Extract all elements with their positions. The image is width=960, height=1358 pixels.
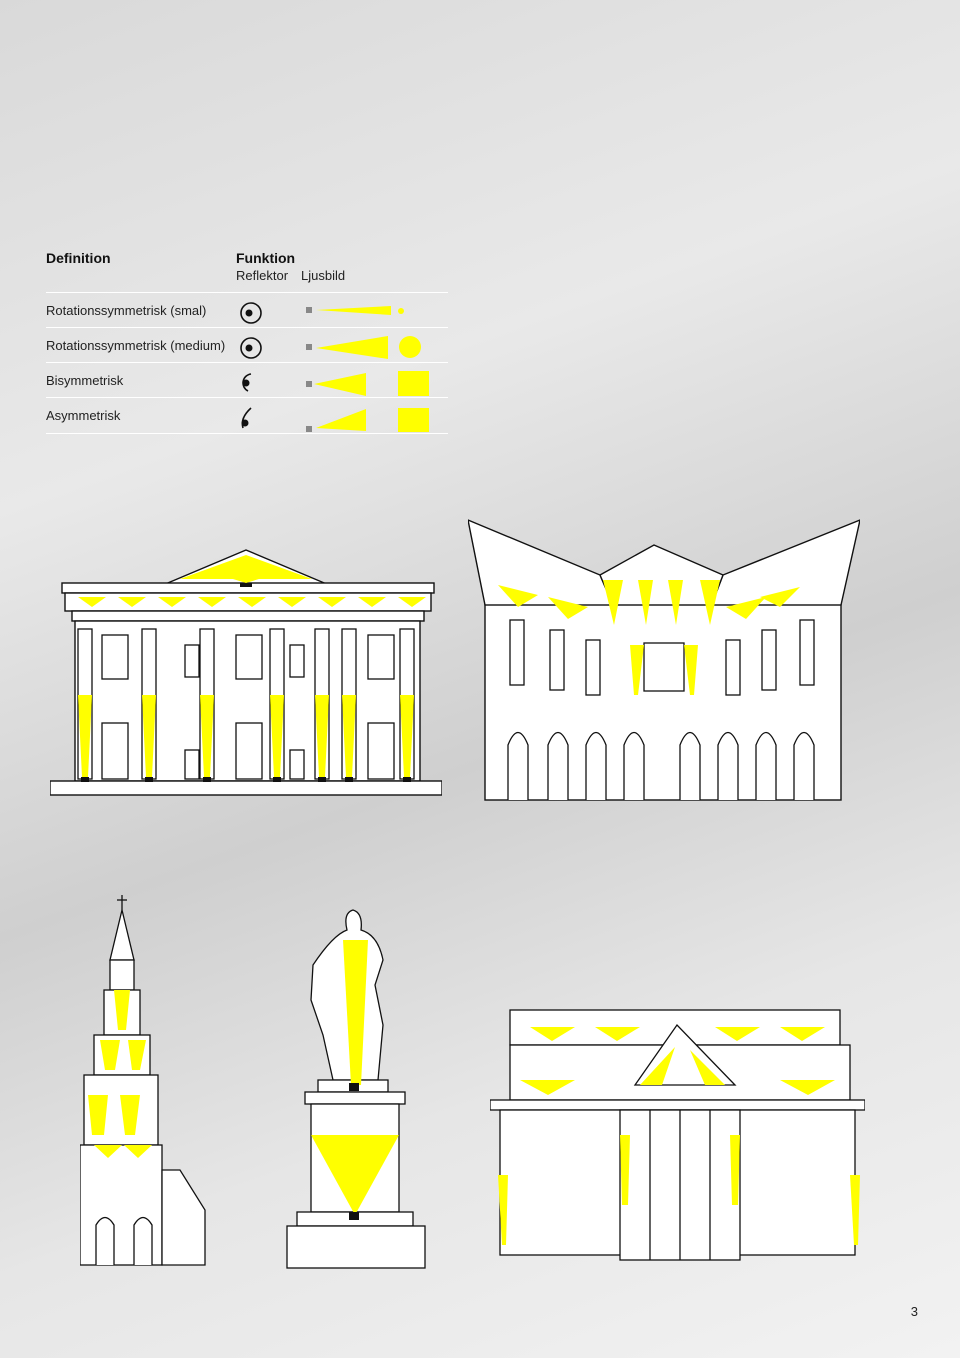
lamp-marker [306, 344, 312, 350]
row-label: Asymmetrisk [46, 408, 121, 423]
wide-wedge [314, 373, 366, 396]
row-graphics [242, 371, 429, 396]
header-reflektor: Reflektor [236, 268, 289, 283]
legend-row-bisymmetrisk: Bisymmetrisk [46, 362, 448, 398]
half-arc-dot-icon [242, 373, 252, 392]
roofed-building-drawing [468, 519, 860, 801]
row-graphics [240, 336, 421, 359]
row-label: Bisymmetrisk [46, 373, 124, 388]
row-graphics [240, 302, 404, 324]
lamp-marker [306, 381, 312, 387]
header-definition: Definition [46, 250, 111, 266]
header-ljusbild: Ljusbild [301, 268, 346, 283]
square-shape [398, 408, 429, 432]
asymmetric-wedge [316, 409, 366, 431]
legend-row-smal: Rotationssymmetrisk (smal) [46, 292, 448, 328]
lamp-marker [306, 426, 312, 432]
small-dot [398, 308, 404, 314]
medium-cone [316, 336, 388, 359]
asym-arc-dot-icon [241, 407, 252, 429]
row-label: Rotationssymmetrisk (smal) [46, 303, 207, 318]
church-tower-drawing [80, 895, 206, 1266]
legend-row-medium: Rotationssymmetrisk (medium) [46, 327, 448, 363]
row-label: Rotationssymmetrisk (medium) [46, 338, 226, 353]
statue-drawing [286, 909, 426, 1269]
circle-shape [399, 336, 421, 358]
circle-dot-icon [240, 302, 262, 324]
lamp-marker [306, 307, 312, 313]
row-graphics [241, 407, 429, 432]
legend-row-asymmetrisk: Asymmetrisk [46, 397, 448, 434]
circle-dot-icon [240, 337, 262, 359]
modern-building-drawing [490, 1009, 865, 1261]
narrow-cone [316, 306, 391, 315]
classical-facade-drawing [50, 549, 442, 796]
header-funktion: Funktion [236, 250, 296, 266]
square-shape [398, 371, 429, 396]
page-number: 3 [910, 1304, 918, 1319]
